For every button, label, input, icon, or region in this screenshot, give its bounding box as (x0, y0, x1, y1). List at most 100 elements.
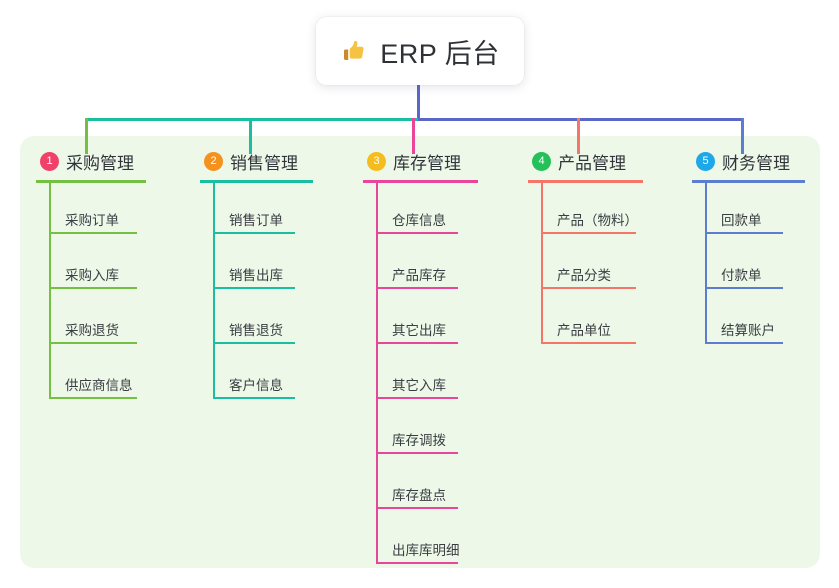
item-list-3: 仓库信息产品库存其它出库其它入库库存调拨库存盘点出库库明细 (363, 183, 511, 568)
list-item-rule (376, 452, 458, 454)
item-spine-1 (49, 183, 51, 399)
column-4: 4 产品管理产品（物料） 产品分类产品单位 (528, 148, 678, 348)
list-item[interactable]: 客户信息 (200, 348, 348, 403)
column-title-4: 产品管理 (558, 153, 626, 173)
column-title-5: 财务管理 (722, 153, 790, 173)
list-item-label: 供应商信息 (65, 378, 133, 393)
column-3: 3 库存管理仓库信息产品库存其它出库其它入库库存调拨库存盘点出库库明细 (363, 148, 511, 568)
column-rule-3 (363, 180, 478, 183)
list-item-label: 采购入库 (65, 268, 119, 283)
list-item[interactable]: 结算账户 (692, 293, 824, 348)
list-item-label: 产品单位 (557, 323, 611, 338)
list-item-label: 结算账户 (721, 323, 775, 338)
column-rule-4 (528, 180, 643, 183)
list-item[interactable]: 产品分类 (528, 238, 678, 293)
trunk-line (417, 85, 420, 121)
list-item-label: 库存调拨 (392, 433, 446, 448)
list-item[interactable]: 销售退货 (200, 293, 348, 348)
list-item[interactable]: 其它入库 (363, 348, 511, 403)
list-item[interactable]: 库存调拨 (363, 403, 511, 458)
item-list-2: 销售订单销售出库销售退货客户信息 (200, 183, 348, 403)
branch-drop-2 (249, 118, 252, 154)
item-list-4: 产品（物料） 产品分类产品单位 (528, 183, 678, 348)
list-item[interactable]: 仓库信息 (363, 183, 511, 238)
list-item[interactable]: 供应商信息 (36, 348, 186, 403)
list-item-rule (376, 287, 458, 289)
list-item-label: 回款单 (721, 213, 762, 228)
list-item-rule (213, 342, 295, 344)
item-spine-4 (541, 183, 543, 344)
list-item-rule (376, 342, 458, 344)
root-node-card[interactable]: ERP 后台 (316, 17, 524, 85)
list-item-rule (213, 232, 295, 234)
list-item[interactable]: 销售出库 (200, 238, 348, 293)
column-1: 1 采购管理采购订单采购入库采购退货供应商信息 (36, 148, 186, 403)
list-item[interactable]: 产品（物料） (528, 183, 678, 238)
list-item-rule (705, 342, 783, 344)
bus-line-right (418, 118, 744, 121)
list-item-label: 销售订单 (229, 213, 283, 228)
list-item-rule (49, 287, 137, 289)
column-rule-5 (692, 180, 805, 183)
item-list-5: 回款单付款单结算账户 (692, 183, 824, 348)
list-item-rule (376, 507, 458, 509)
list-item-rule (49, 397, 137, 399)
list-item-rule (376, 562, 458, 564)
branch-drop-5 (741, 118, 744, 154)
list-item[interactable]: 采购退货 (36, 293, 186, 348)
list-item-label: 产品（物料） (557, 213, 638, 228)
column-badge-1: 1 (40, 151, 59, 171)
list-item-rule (376, 397, 458, 399)
list-item[interactable]: 产品单位 (528, 293, 678, 348)
column-header-1[interactable]: 1 采购管理 (36, 148, 186, 174)
list-item-label: 仓库信息 (392, 213, 446, 228)
list-item-rule (49, 342, 137, 344)
column-title-2: 销售管理 (230, 153, 298, 173)
column-title-1: 采购管理 (66, 153, 134, 173)
column-header-5[interactable]: 5 财务管理 (692, 148, 824, 174)
list-item-label: 出库库明细 (392, 543, 460, 558)
column-header-4[interactable]: 4 产品管理 (528, 148, 678, 174)
list-item[interactable]: 库存盘点 (363, 458, 511, 513)
list-item[interactable]: 产品库存 (363, 238, 511, 293)
list-item[interactable]: 出库库明细 (363, 513, 511, 568)
list-item-rule (705, 287, 783, 289)
list-item-label: 库存盘点 (392, 488, 446, 503)
list-item-label: 销售出库 (229, 268, 283, 283)
list-item-rule (541, 232, 636, 234)
branch-drop-3 (412, 118, 415, 154)
list-item-rule (541, 287, 636, 289)
column-rule-2 (200, 180, 313, 183)
list-item[interactable]: 回款单 (692, 183, 824, 238)
column-badge-4: 4 (532, 151, 551, 171)
column-rule-1 (36, 180, 146, 183)
list-item[interactable]: 采购入库 (36, 238, 186, 293)
list-item-rule (49, 232, 137, 234)
list-item-label: 其它出库 (392, 323, 446, 338)
list-item[interactable]: 付款单 (692, 238, 824, 293)
list-item[interactable]: 销售订单 (200, 183, 348, 238)
list-item[interactable]: 采购订单 (36, 183, 186, 238)
item-spine-3 (376, 183, 378, 564)
list-item-label: 产品库存 (392, 268, 446, 283)
thumbs-up-icon (340, 37, 368, 65)
list-item-rule (541, 342, 636, 344)
item-spine-2 (213, 183, 215, 399)
column-badge-5: 5 (696, 151, 715, 171)
column-header-3[interactable]: 3 库存管理 (363, 148, 511, 174)
root-node-title: ERP 后台 (380, 38, 500, 69)
list-item-rule (213, 287, 295, 289)
content-panel (20, 136, 820, 568)
branch-drop-1 (85, 118, 88, 154)
column-title-3: 库存管理 (393, 153, 461, 173)
list-item-rule (376, 232, 458, 234)
column-5: 5 财务管理回款单付款单结算账户 (692, 148, 824, 348)
branch-drop-4 (577, 118, 580, 154)
list-item-label: 销售退货 (229, 323, 283, 338)
list-item-rule (213, 397, 295, 399)
item-spine-5 (705, 183, 707, 344)
column-badge-3: 3 (367, 151, 386, 171)
list-item[interactable]: 其它出库 (363, 293, 511, 348)
